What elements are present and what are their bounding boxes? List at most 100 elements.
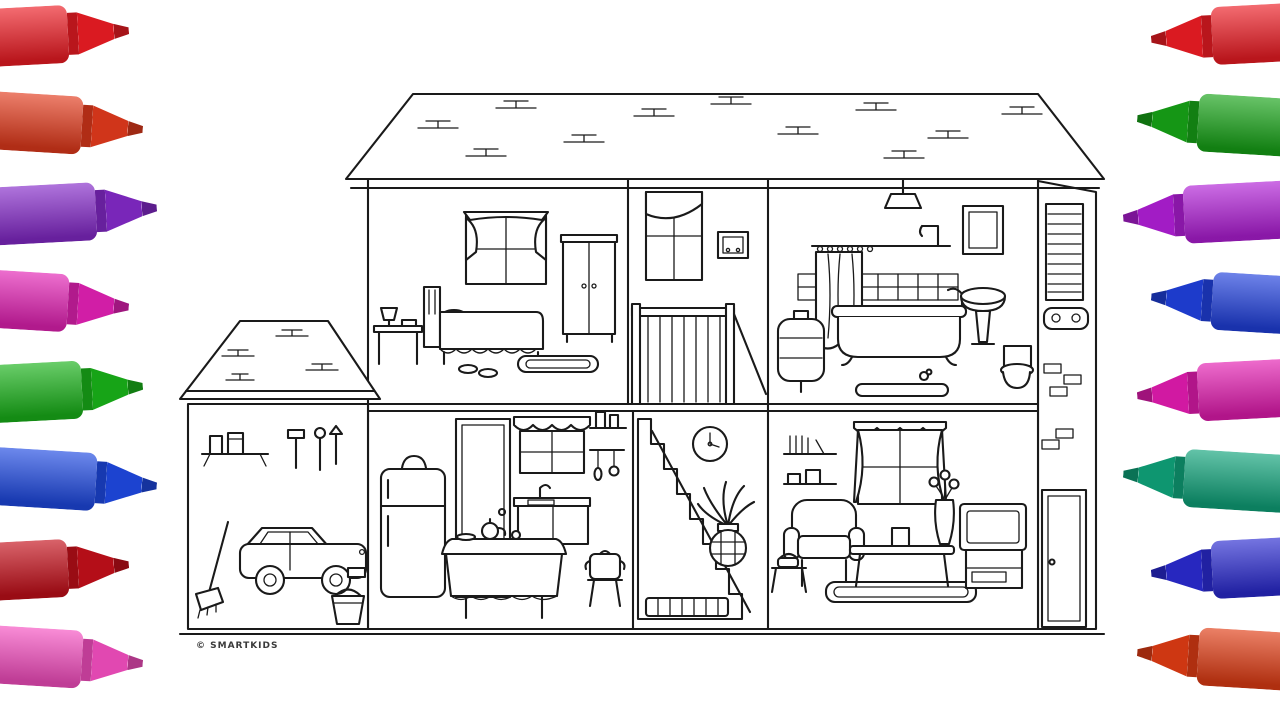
marker-cone (1165, 16, 1203, 60)
marker-body (0, 182, 98, 248)
television (958, 502, 1028, 590)
fridge (379, 454, 447, 599)
curtain-valance (462, 210, 550, 222)
marker-body (0, 445, 98, 512)
house-side-wall (1036, 179, 1098, 631)
broom (194, 520, 230, 619)
right-marker-green (1135, 90, 1280, 159)
bucket (330, 588, 366, 626)
marker-body (1210, 535, 1280, 600)
shingle-marks (417, 96, 1043, 159)
right-marker-teal (1121, 445, 1280, 515)
kitchen-window (512, 415, 592, 475)
marker-cone (77, 283, 115, 327)
brick-marks (1041, 363, 1082, 450)
water-heater (776, 309, 826, 394)
watermark: © SMARTKIDS (196, 641, 279, 651)
shelf-bottles (588, 410, 628, 430)
marker-cone (91, 640, 129, 684)
marker-cone (77, 545, 115, 589)
right-marker-magenta (1136, 357, 1280, 424)
bathroom (776, 177, 1035, 398)
left-marker-purple (0, 179, 158, 248)
ceiling-lamp (883, 192, 923, 210)
phone-table (770, 552, 808, 594)
marker-body (1196, 93, 1280, 159)
living-room (770, 420, 1028, 604)
marker-body (0, 623, 84, 689)
bedroom (372, 210, 619, 379)
marker-tip (114, 557, 130, 573)
staircase-landing (630, 190, 768, 406)
bookshelf (782, 435, 838, 486)
door-mat (644, 596, 730, 618)
rug (516, 354, 600, 374)
marker-tip (141, 200, 157, 216)
marker-body (0, 268, 70, 333)
marker-cone (1151, 372, 1189, 416)
sink (959, 286, 1007, 346)
marker-body (0, 4, 70, 69)
rubber-duck (918, 368, 933, 382)
marker-cone (1165, 550, 1203, 594)
marker-cone (1137, 195, 1175, 239)
photo-frame (890, 526, 911, 548)
wardrobe (559, 233, 619, 344)
marker-body (1196, 357, 1280, 422)
interior-walls (178, 177, 1106, 636)
car (238, 526, 368, 596)
right-marker-violet (1122, 178, 1280, 247)
marker-tip (114, 23, 130, 39)
flower-vase (928, 469, 960, 546)
marker-tip (1123, 467, 1139, 483)
right-markers (1100, 0, 1280, 720)
marker-cone (91, 106, 129, 150)
license-plate (346, 566, 367, 579)
pot-on-stool (584, 549, 626, 608)
right-marker-blue (1149, 268, 1280, 336)
garage (194, 424, 368, 626)
marker-body (0, 89, 84, 155)
marker-cone (105, 462, 143, 506)
right-marker-indigo (1150, 535, 1280, 603)
left-marker-pink (0, 623, 145, 693)
wall-clock (691, 425, 729, 463)
banister (630, 302, 768, 406)
slippers (457, 363, 499, 379)
bed (422, 285, 545, 366)
teapot (480, 521, 500, 541)
kitchen-table (440, 517, 568, 620)
left-marker-green (0, 357, 144, 425)
marker-tip (1123, 210, 1139, 226)
staircase (636, 417, 756, 621)
marker-cone (77, 11, 115, 55)
hanging-utensils (588, 448, 626, 482)
kitchen (379, 410, 628, 620)
kettle (400, 454, 428, 470)
left-marker-blue (0, 445, 159, 515)
toilet (999, 344, 1035, 390)
left-marker-magenta (0, 268, 131, 336)
marker-tip (127, 655, 143, 671)
wall-tools (286, 424, 344, 472)
garage-roof (178, 319, 382, 401)
coffee-table (848, 526, 956, 588)
left-marker-scarlet (0, 89, 145, 159)
teacup (510, 529, 522, 541)
marker-body (0, 538, 70, 603)
left-marker-red (0, 2, 130, 69)
marker-tip (1151, 565, 1167, 581)
marker-tip (1137, 387, 1153, 403)
potted-plant (696, 480, 756, 568)
garage-shelf (200, 431, 270, 467)
marker-tip (128, 379, 144, 395)
marker-tip (1137, 645, 1153, 661)
left-markers (0, 0, 180, 720)
shower-pipe (918, 224, 940, 248)
nightstand-lamp (372, 306, 424, 366)
main-roof (344, 92, 1106, 190)
marker-tip (113, 299, 129, 315)
armchair (782, 498, 866, 588)
marker-body (1210, 271, 1280, 336)
